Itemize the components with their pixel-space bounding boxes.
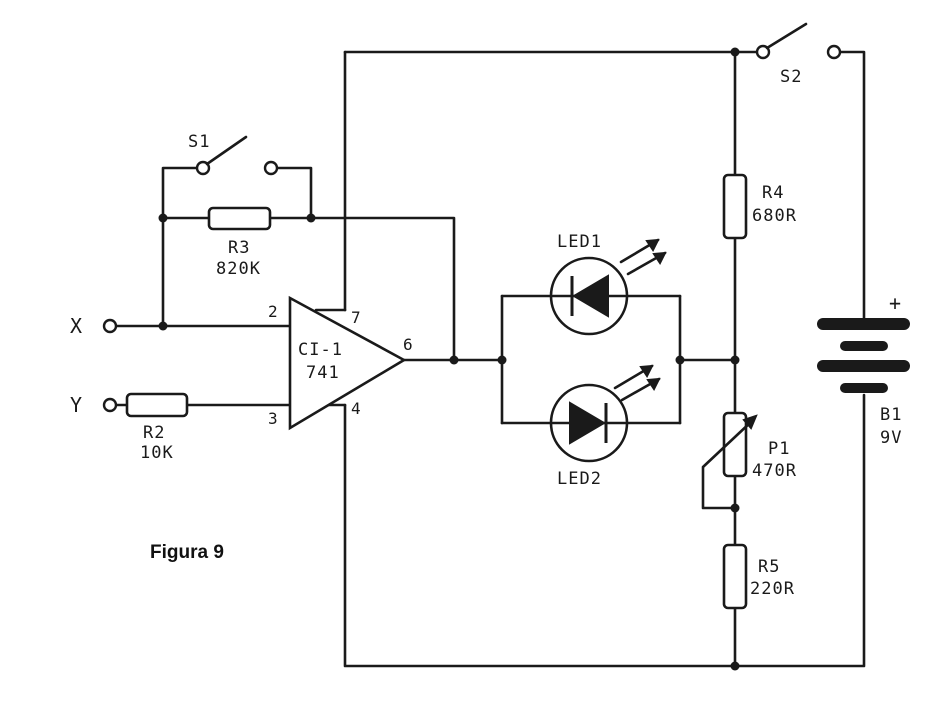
potentiometer-p1-wiper-arrowhead [742,414,758,430]
resistor-r4: R4 680R [722,173,797,240]
switch-s2-contact [826,44,842,60]
opamp-pin-noninv: 3 [268,409,278,428]
switch-s2-label: S2 [780,67,802,87]
led1-label: LED1 [557,232,602,252]
wire-s1-right [275,166,313,220]
battery-plate-long [817,318,910,330]
resistor-r4-body [722,173,748,240]
resistor-r3-value: 820K [216,259,261,279]
potentiometer-p1-ref: P1 [768,439,790,459]
resistor-r4-ref: R4 [762,183,784,203]
battery-plate-short [840,383,888,393]
resistor-r2-body [125,392,189,418]
switch-s1-blade [205,135,248,166]
led1: LED1 [549,232,667,336]
junction-dot [730,355,740,365]
resistor-r2-ref: R2 [143,423,165,443]
junction-dot [306,213,316,223]
led1-emission-arrowhead [652,251,667,265]
resistor-r5-value: 220R [750,579,795,599]
figure-caption: Figura 9 [150,542,224,563]
led2-emission-arrowhead [646,377,661,391]
opamp-pin-out: 6 [403,335,413,354]
junction-dots [158,47,740,671]
junction-dot [730,661,740,671]
switch-s1: S1 [188,132,279,176]
wire-s1-left [161,166,200,220]
resistor-r5-body [722,543,748,610]
opamp-part: 741 [306,363,340,383]
terminal-x: X [70,314,118,338]
terminal-y-label: Y [70,393,82,417]
junction-dot [675,355,685,365]
opamp-pin-inv: 2 [268,302,278,321]
potentiometer-p1: P1 470R [701,411,797,510]
junction-dot [497,355,507,365]
resistor-r3-body [207,206,272,231]
resistor-r2: R2 10K [125,392,189,463]
terminal-y-circle [102,397,118,413]
resistor-r3: R3 820K [207,206,272,279]
switch-s1-contact [263,160,279,176]
resistor-r3-ref: R3 [228,238,250,258]
wire-r3-right [268,216,456,362]
switch-s2-blade [765,22,808,50]
led2-anode-triangle [569,401,606,445]
opamp-pin-vpos: 7 [351,308,361,327]
terminal-y: Y [70,393,118,417]
resistor-r5: R5 220R [722,543,795,610]
switch-s2: S2 [755,22,842,87]
opamp-ci1: CI-1 741 2 3 6 7 4 [268,295,413,431]
potentiometer-p1-wiper [701,419,754,510]
battery-ref: B1 [880,405,902,425]
resistor-r4-value: 680R [752,206,797,226]
switch-s1-label: S1 [188,132,210,152]
wire-s2-to-battery [838,50,866,320]
junction-dot [449,355,459,365]
wires [114,50,866,668]
opamp-triangle [288,295,407,431]
led1-emission-arrowhead [645,238,660,252]
opamp-ref: CI-1 [298,340,343,360]
battery-polarity-plus: + [889,291,901,315]
battery-plate-short [840,341,888,351]
led1-anode-triangle [572,274,609,318]
junction-dot [158,321,168,331]
battery-plate-long [817,360,910,372]
junction-dot [158,213,168,223]
switch-s2-contact [755,44,771,60]
potentiometer-p1-value: 470R [752,461,797,481]
resistor-r5-ref: R5 [758,557,780,577]
resistor-r2-value: 10K [140,443,174,463]
led2-label: LED2 [557,469,602,489]
battery-value: 9V [880,428,902,448]
terminal-x-circle [102,318,118,334]
terminal-x-label: X [70,314,82,338]
junction-dot [730,47,740,57]
switch-s1-contact [195,160,211,176]
led2-emission-arrowhead [639,364,654,378]
battery-b1: + B1 9V [817,291,910,448]
opamp-pin-vneg: 4 [351,399,361,418]
led2: LED2 [549,364,661,489]
potentiometer-p1-body [722,411,748,478]
